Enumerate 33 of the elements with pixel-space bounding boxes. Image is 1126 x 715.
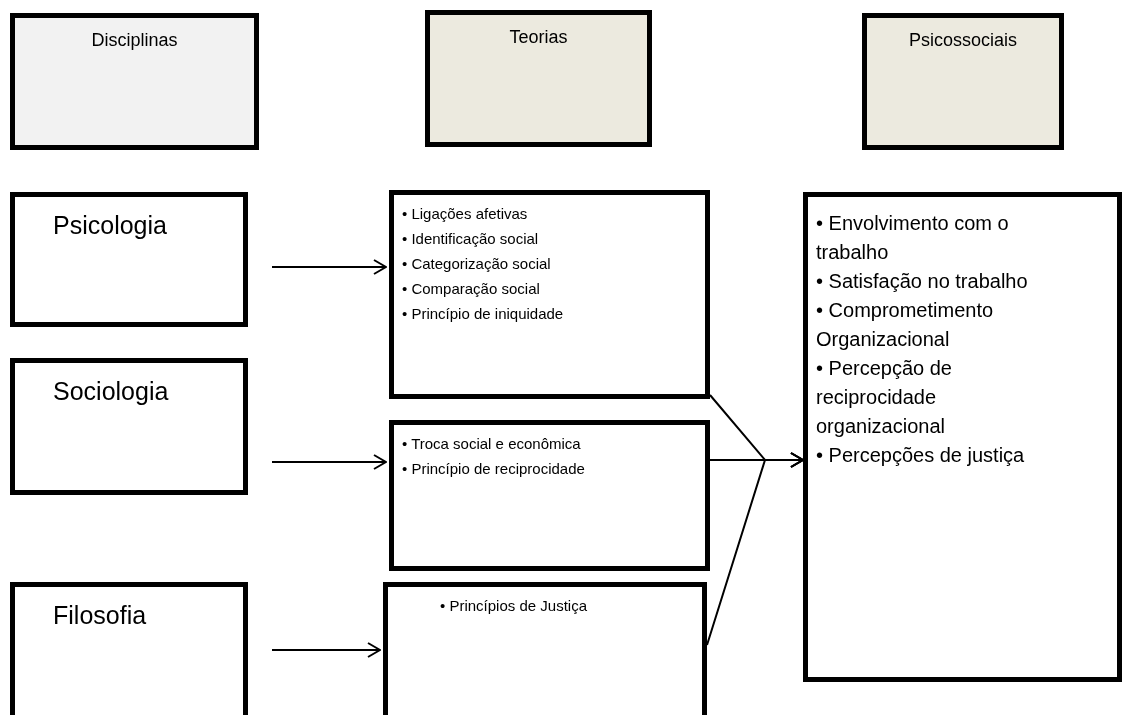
column-heading: Disciplinas [91, 30, 178, 50]
column-heading: Teorias [509, 27, 568, 47]
arrow [271, 259, 387, 275]
discipline-label: Sociologia [53, 377, 169, 405]
bullet-item: • Categorização social [402, 254, 552, 274]
bullet-item: • Comprometimento Organizacional [816, 298, 995, 352]
discipline-label: Filosofia [53, 601, 147, 629]
arrow [706, 452, 804, 646]
theory-box [383, 582, 707, 715]
header-box [862, 13, 1064, 150]
bullet-item: • Satisfação no trabalho [816, 269, 1029, 294]
bullet-item: • Percepção de reciprocidade organizacional [816, 356, 953, 439]
bullet-item: • Princípio de reciprocidade [402, 459, 586, 479]
outcome-box [803, 192, 1122, 682]
discipline-box [10, 582, 248, 715]
bullet-item: • Percepções de justiça [816, 443, 1026, 468]
bullet-item: • Envolvimento com o trabalho [816, 211, 1010, 265]
header-box [10, 13, 259, 150]
theory-box [389, 420, 710, 571]
discipline-label: Psicologia [53, 211, 167, 239]
bullet-item: • Princípios de Justiça [440, 596, 588, 616]
bullet-item: • Princípio de iniquidade [402, 304, 565, 324]
arrow [271, 454, 387, 470]
discipline-box [10, 192, 248, 327]
arrow [271, 642, 381, 658]
bullet-item: • Troca social e econômica [402, 434, 582, 454]
theory-box [389, 190, 710, 399]
bullet-item: • Comparação social [402, 279, 541, 299]
bullet-item: • Ligações afetivas [402, 204, 529, 224]
discipline-box [10, 358, 248, 495]
header-box [425, 10, 652, 147]
column-heading: Psicossociais [908, 30, 1017, 50]
bullet-item: • Identificação social [402, 229, 540, 249]
